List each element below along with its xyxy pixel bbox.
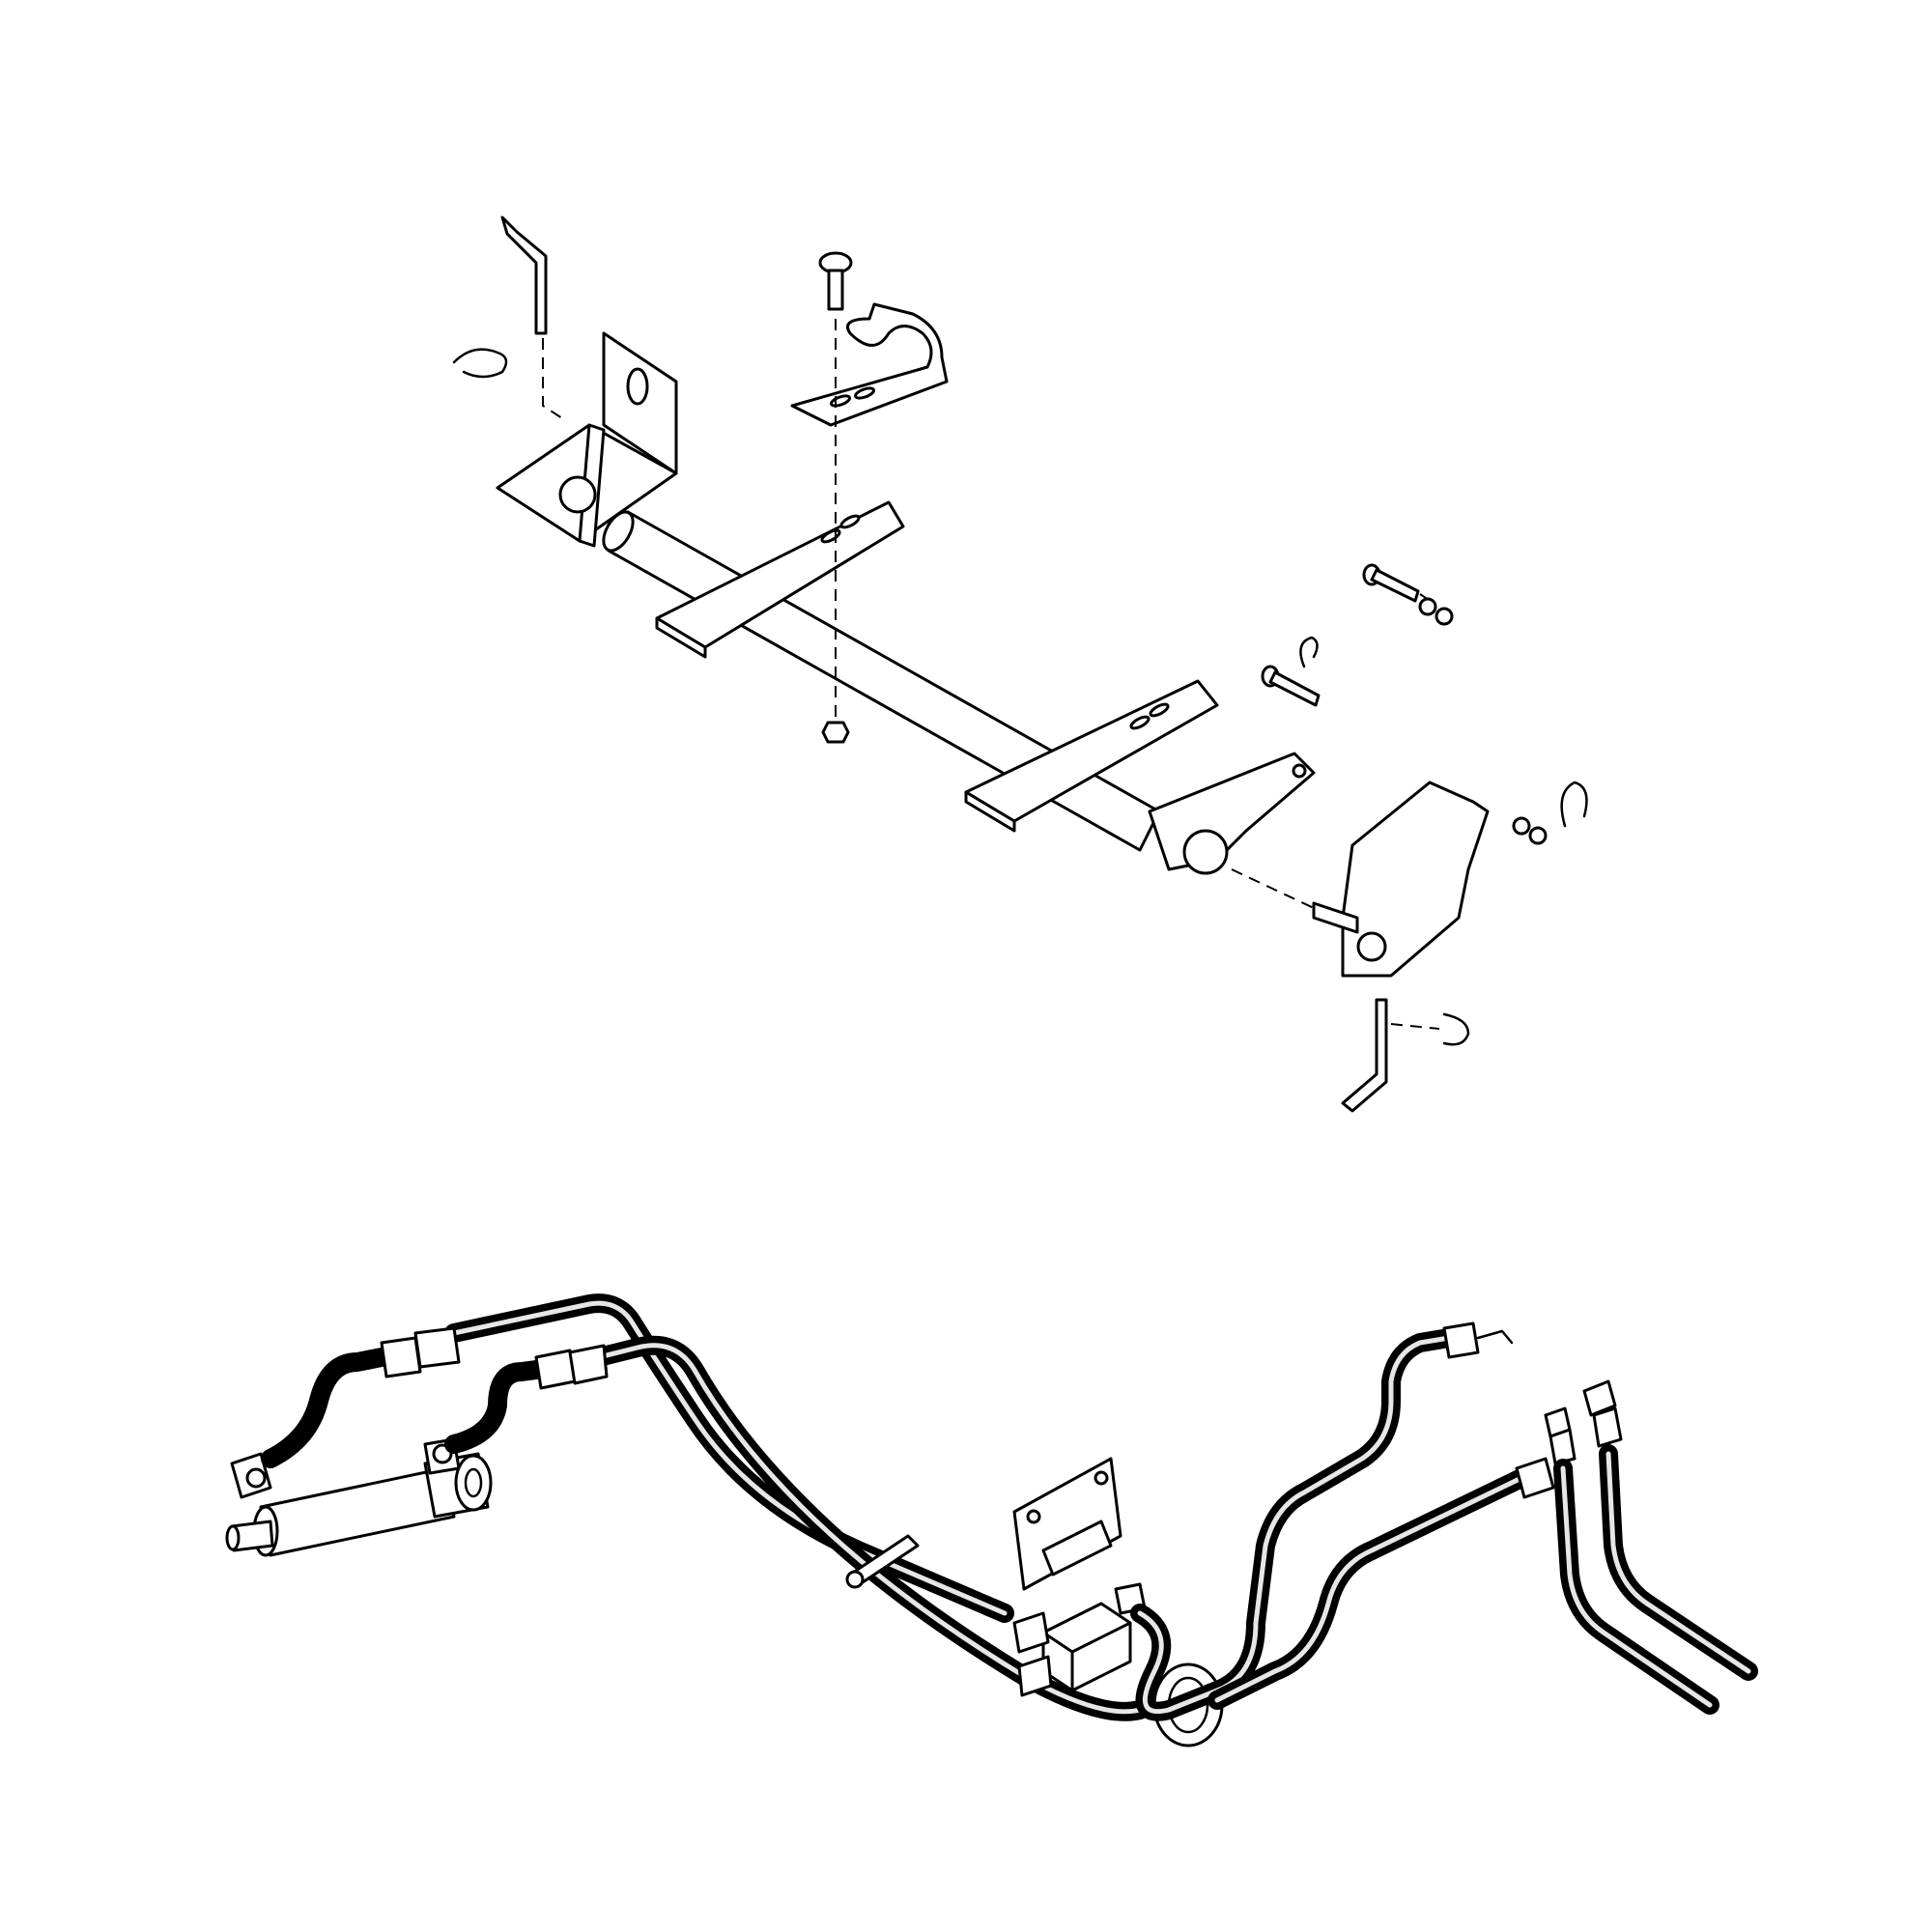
cross-tube <box>602 510 1161 852</box>
hose-c <box>1130 1321 1514 1721</box>
hose-d-fitting <box>1515 1457 1555 1499</box>
upper-right-bolt <box>1362 563 1454 626</box>
hex-nut <box>821 721 850 744</box>
right-side-bracket <box>1231 781 1490 978</box>
left-side-bracket <box>496 331 678 548</box>
middle-right-bolt <box>1261 636 1321 707</box>
left-l-pin <box>452 215 566 421</box>
right-washers <box>1512 781 1588 845</box>
hose-b-fitting <box>534 1349 577 1390</box>
valve-mount-plate <box>1012 1457 1122 1591</box>
right-l-pin <box>1341 998 1470 1113</box>
left-cross-plate <box>655 500 905 659</box>
hose-e <box>1544 1406 1719 1715</box>
valve-block <box>1012 1582 1147 1697</box>
hose-a-fitting <box>380 1336 422 1378</box>
right-clevis <box>1148 752 1316 875</box>
mounting-bracket-assembly <box>452 215 1588 1113</box>
hose-a <box>261 1293 1014 1623</box>
hose-f-elbow <box>1582 1379 1617 1417</box>
right-cross-plate <box>964 679 1219 833</box>
hose-b <box>444 1335 1150 1721</box>
valve-lower-fitting <box>1017 1655 1053 1697</box>
saddle-clamp <box>790 302 949 427</box>
hose-clamp-bracket <box>845 1534 920 1589</box>
hose-c-end-fitting <box>1442 1321 1480 1359</box>
hydraulic-hose-assembly <box>225 1293 1758 1747</box>
cylinder-left-fitting <box>230 1452 272 1499</box>
hose-d <box>1208 1457 1555 1710</box>
valve-left-fitting <box>1012 1611 1050 1654</box>
carriage-bolt <box>818 251 853 744</box>
hose-f <box>1582 1379 1758 1681</box>
